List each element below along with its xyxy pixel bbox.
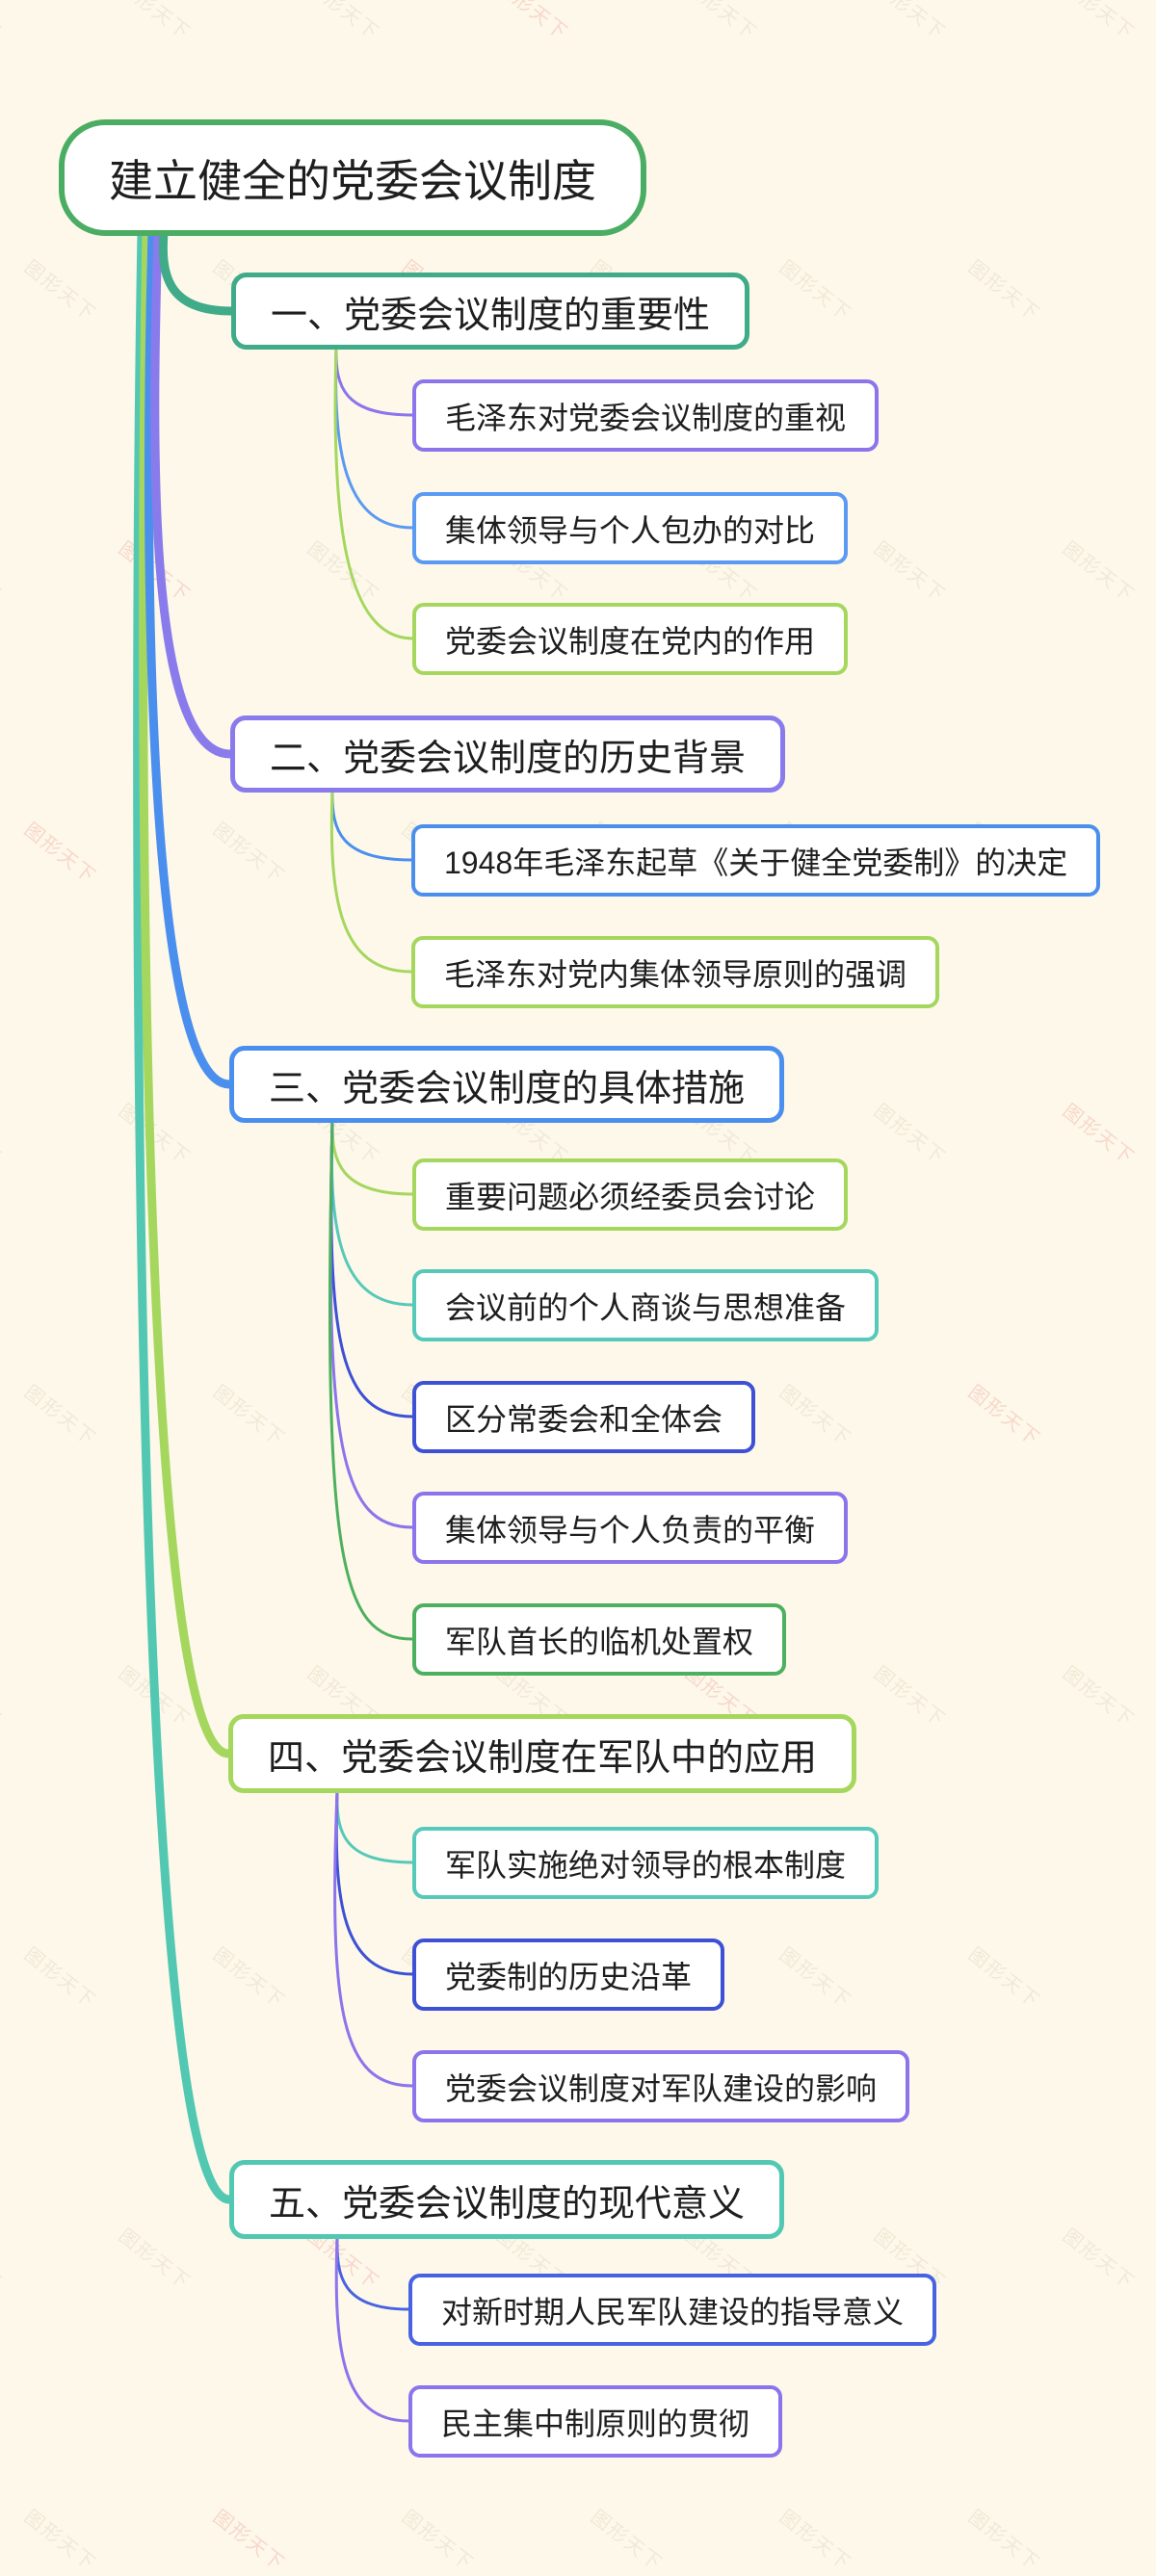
child-node-1-2[interactable]: 集体领导与个人包办的对比 [412, 492, 849, 564]
child-node-3-1[interactable]: 重要问题必须经委员会讨论 [412, 1158, 849, 1231]
trunk-connector-4 [139, 227, 233, 1758]
branch-node-5[interactable]: 五、党委会议制度的现代意义 [229, 2160, 785, 2239]
child-connector-3-4 [328, 1119, 414, 1529]
child-node-3-2[interactable]: 会议前的个人商谈与思想准备 [412, 1269, 880, 1341]
child-connector-4-2 [334, 1789, 414, 1976]
child-node-3-5[interactable]: 军队首长的临机处置权 [412, 1603, 787, 1676]
branch-node-3[interactable]: 三、党委会议制度的具体措施 [229, 1046, 785, 1123]
branch-node-4[interactable]: 四、党委会议制度在军队中的应用 [228, 1714, 857, 1793]
trunk-connector-5 [133, 227, 234, 2204]
child-node-5-1[interactable]: 对新时期人民军队建设的指导意义 [408, 2274, 937, 2346]
branch-node-2[interactable]: 二、党委会议制度的历史背景 [230, 716, 786, 793]
child-connector-4-1 [335, 1789, 414, 1864]
child-node-4-2[interactable]: 党委制的历史沿革 [412, 1939, 725, 2011]
child-connector-2-2 [329, 789, 413, 974]
child-connector-1-3 [333, 346, 414, 640]
trunk-connector-2 [150, 227, 235, 759]
child-node-3-4[interactable]: 集体领导与个人负责的平衡 [412, 1492, 849, 1564]
child-connector-5-2 [334, 2235, 410, 2423]
child-node-5-2[interactable]: 民主集中制原则的贯彻 [408, 2385, 783, 2458]
branch-node-1[interactable]: 一、党委会议制度的重要性 [231, 273, 750, 350]
child-node-1-1[interactable]: 毛泽东对党委会议制度的重视 [412, 379, 880, 452]
child-connector-3-2 [329, 1119, 414, 1307]
child-connector-3-1 [330, 1119, 414, 1196]
child-connector-5-1 [335, 2235, 410, 2311]
trunk-connector-1 [158, 227, 236, 316]
trunk-connector-3 [144, 227, 234, 1089]
child-node-4-3[interactable]: 党委会议制度对军队建设的影响 [412, 2050, 910, 2122]
child-node-2-1[interactable]: 1948年毛泽东起草《关于健全党委制》的决定 [411, 824, 1101, 897]
child-connector-4-3 [333, 1789, 414, 2088]
child-node-4-1[interactable]: 军队实施绝对领导的根本制度 [412, 1827, 880, 1899]
child-node-1-3[interactable]: 党委会议制度在党内的作用 [412, 603, 849, 675]
root-node[interactable]: 建立健全的党委会议制度 [59, 119, 646, 236]
child-connector-3-5 [328, 1119, 414, 1641]
child-node-2-2[interactable]: 毛泽东对党内集体领导原则的强调 [411, 936, 940, 1008]
child-connector-1-2 [334, 346, 414, 530]
child-node-3-3[interactable]: 区分常委会和全体会 [412, 1381, 756, 1453]
child-connector-2-1 [330, 789, 413, 862]
child-connector-3-3 [329, 1119, 414, 1418]
child-connector-1-1 [334, 346, 414, 417]
